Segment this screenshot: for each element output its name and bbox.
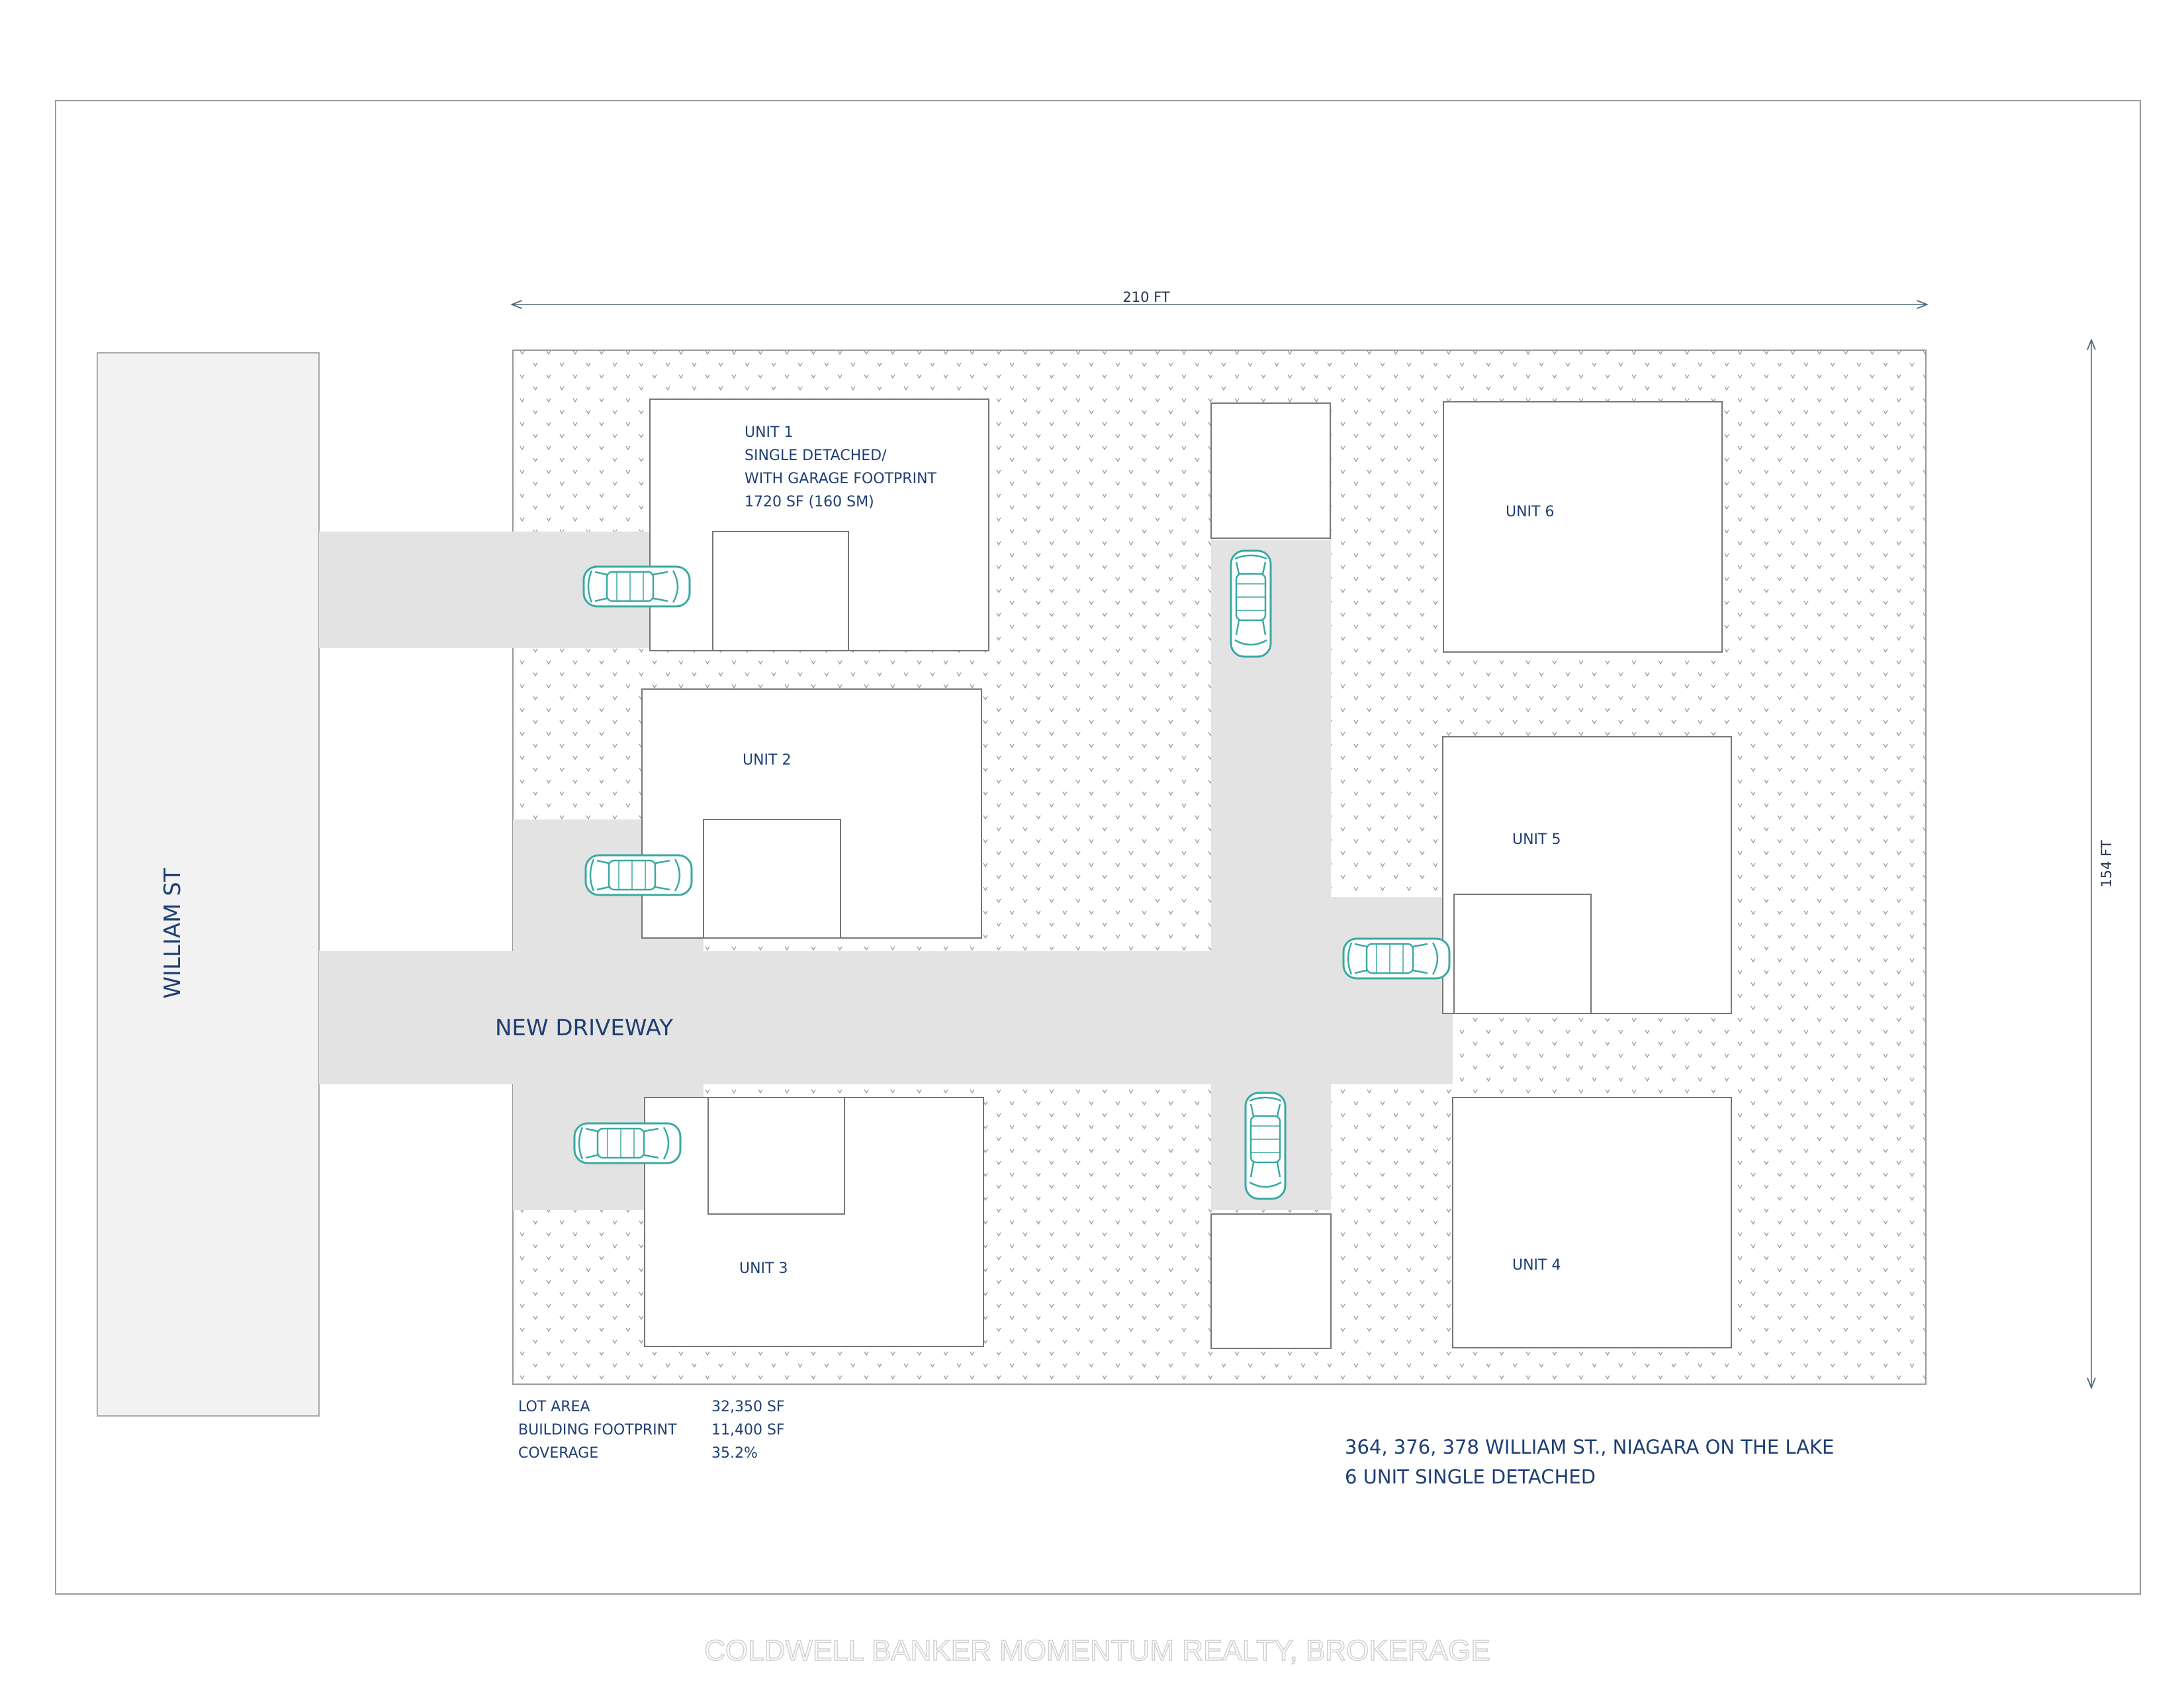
- depth-dimension-label: 154 FT: [2099, 840, 2115, 887]
- car-icon: [1342, 937, 1451, 980]
- unit4-label: UNIT 4: [1512, 1257, 1561, 1274]
- unit6-garage: [1210, 402, 1331, 539]
- street-strip: [97, 352, 320, 1417]
- car-icon: [1244, 1092, 1287, 1200]
- svg-text:UNIT 1: UNIT 1: [745, 424, 793, 441]
- svg-text:LOT AREA: LOT AREA: [518, 1399, 590, 1415]
- driveway-paving: [319, 532, 1453, 1210]
- svg-text:35.2%: 35.2%: [711, 1445, 758, 1462]
- svg-text:SINGLE DETACHED/: SINGLE DETACHED/: [745, 447, 887, 464]
- svg-text:BUILDING FOOTPRINT: BUILDING FOOTPRINT: [518, 1422, 677, 1438]
- lot-statistics: LOT AREA 32,350 SF BUILDING FOOTPRINT 11…: [518, 1399, 785, 1462]
- car-icon: [1230, 549, 1272, 658]
- svg-text:COVERAGE: COVERAGE: [518, 1445, 598, 1462]
- svg-text:32,350 SF: 32,350 SF: [711, 1399, 785, 1415]
- unit1-garage: [712, 531, 849, 651]
- svg-text:WITH GARAGE FOOTPRINT: WITH GARAGE FOOTPRINT: [745, 471, 937, 487]
- car-icon: [573, 1122, 682, 1164]
- width-dimension-label: 210 FT: [1122, 289, 1169, 305]
- buildings: [641, 399, 1732, 1349]
- unit3-garage: [707, 1097, 845, 1215]
- car-icon: [582, 565, 691, 608]
- driveway-label: NEW DRIVEWAY: [495, 1015, 673, 1041]
- svg-text:11,400 SF: 11,400 SF: [711, 1422, 785, 1438]
- unit5-label: UNIT 5: [1512, 831, 1561, 848]
- svg-text:1720 SF (160 SM): 1720 SF (160 SM): [745, 494, 874, 510]
- unit4-garage: [1210, 1213, 1332, 1349]
- street-label: WILLIAM ST: [159, 868, 186, 999]
- project-description: 6 UNIT SINGLE DETACHED: [1345, 1466, 1596, 1488]
- unit5-garage: [1453, 894, 1592, 1014]
- project-address: 364, 376, 378 WILLIAM ST., NIAGARA ON TH…: [1345, 1436, 1834, 1458]
- unit4-house: [1452, 1097, 1732, 1348]
- car-icon: [584, 854, 693, 896]
- unit1-label: UNIT 1 SINGLE DETACHED/ WITH GARAGE FOOT…: [745, 424, 937, 510]
- unit2-garage: [703, 819, 841, 939]
- unit6-label: UNIT 6: [1506, 504, 1554, 520]
- unit2-label: UNIT 2: [743, 752, 791, 769]
- dimension-lines: [513, 305, 2091, 1387]
- unit6-house: [1443, 401, 1723, 653]
- unit3-label: UNIT 3: [739, 1260, 788, 1277]
- watermark-text: COLDWELL BANKER MOMENTUM REALTY, BROKERA…: [704, 1634, 1490, 1667]
